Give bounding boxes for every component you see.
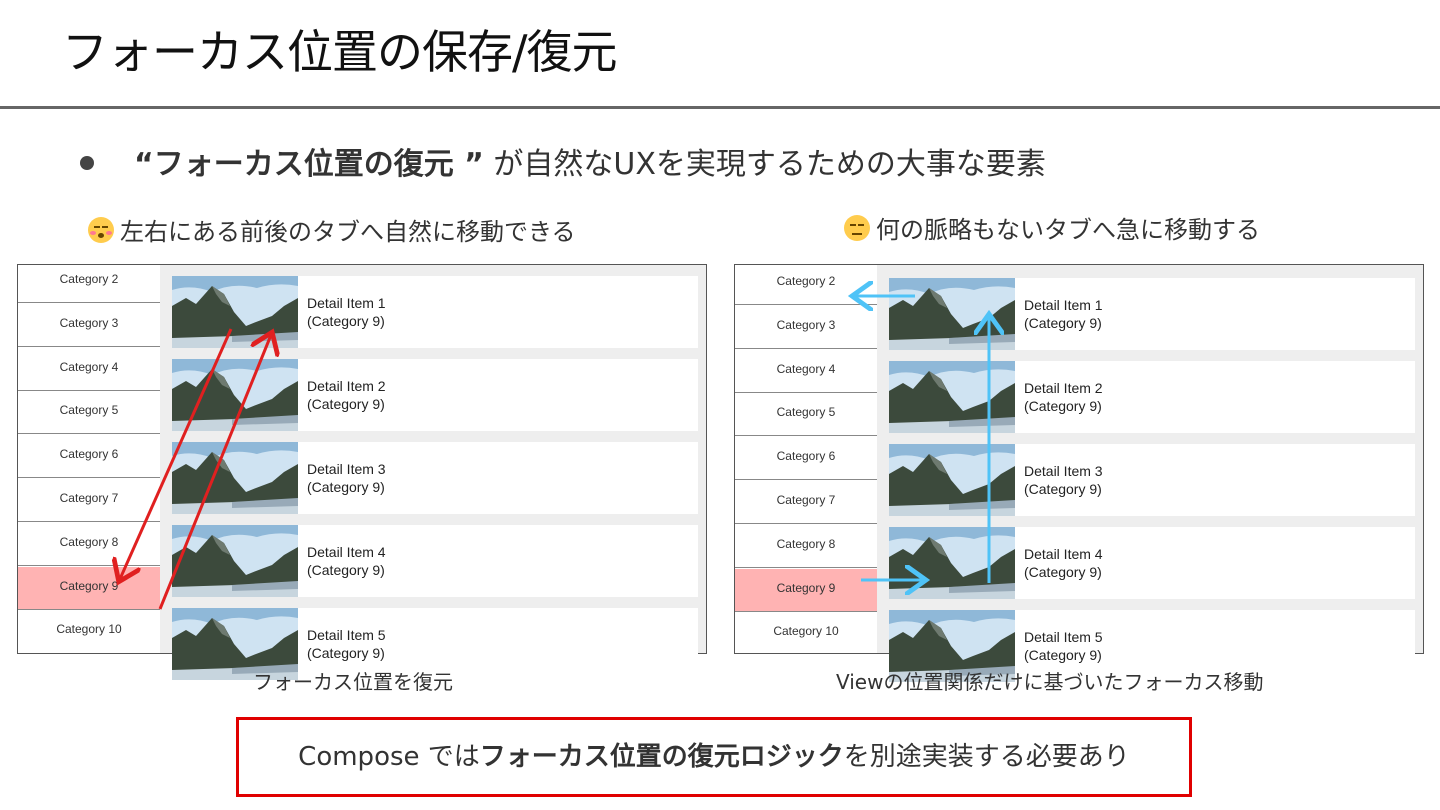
sidebar-item-category-6[interactable]: Category 6 bbox=[18, 435, 160, 479]
mountain-thumbnail bbox=[172, 608, 298, 680]
detail-item-title: Detail Item 4 bbox=[1024, 546, 1103, 562]
detail-item-card[interactable]: Detail Item 4 (Category 9) bbox=[172, 525, 698, 597]
detail-item-category: (Category 9) bbox=[307, 562, 385, 578]
detail-item-category: (Category 9) bbox=[307, 645, 385, 661]
detail-item-text: Detail Item 2 (Category 9) bbox=[1024, 379, 1103, 415]
right-subcaption: Viewの位置関係だけに基づいたフォーカス移動 bbox=[836, 670, 1264, 694]
detail-item-card[interactable]: Detail Item 5 (Category 9) bbox=[889, 610, 1415, 682]
callout-prefix: Compose では bbox=[298, 742, 480, 772]
detail-item-category: (Category 9) bbox=[1024, 398, 1102, 414]
detail-item-text: Detail Item 1 (Category 9) bbox=[1024, 296, 1103, 332]
detail-item-title: Detail Item 1 bbox=[307, 295, 386, 311]
sidebar-item-category-8[interactable]: Category 8 bbox=[735, 525, 877, 568]
arrow-to-category-9 bbox=[120, 328, 233, 579]
mountain-thumbnail bbox=[172, 525, 298, 597]
sidebar-item-category-7[interactable]: Category 7 bbox=[735, 481, 877, 524]
sidebar-item-category-6[interactable]: Category 6 bbox=[735, 437, 877, 481]
sidebar-item-category-8[interactable]: Category 8 bbox=[18, 523, 160, 566]
detail-item-title: Detail Item 5 bbox=[307, 627, 386, 643]
callout-suffix: を別途実装する必要あり bbox=[843, 742, 1130, 772]
mountain-thumbnail bbox=[889, 361, 1015, 433]
detail-item-text: Detail Item 4 (Category 9) bbox=[1024, 545, 1103, 581]
kissing-face-icon bbox=[88, 217, 114, 243]
sidebar-item-category-5[interactable]: Category 5 bbox=[735, 393, 877, 437]
detail-item-category: (Category 9) bbox=[307, 396, 385, 412]
focus-arrows-blue bbox=[735, 265, 1425, 655]
detail-item-title: Detail Item 1 bbox=[1024, 297, 1103, 313]
detail-item-text: Detail Item 1 (Category 9) bbox=[307, 294, 386, 330]
slide-title: フォーカス位置の保存/復元 bbox=[62, 25, 617, 79]
bullet-bold-text: “フォーカス位置の復元 ” bbox=[134, 147, 484, 182]
right-caption: 何の脈略もないタブへ急に移動する bbox=[844, 214, 1260, 246]
conclusion-callout: Compose ではフォーカス位置の復元ロジックを別途実装する必要あり bbox=[236, 717, 1192, 797]
detail-item-category: (Category 9) bbox=[1024, 564, 1102, 580]
detail-item-text: Detail Item 4 (Category 9) bbox=[307, 543, 386, 579]
bullet-text: が自然なUXを実現するための大事な要素 bbox=[483, 147, 1046, 182]
detail-item-card[interactable]: Detail Item 3 (Category 9) bbox=[889, 444, 1415, 516]
detail-item-text: Detail Item 2 (Category 9) bbox=[307, 377, 386, 413]
left-caption-text: 左右にある前後のタブへ自然に移動できる bbox=[120, 218, 576, 246]
detail-item-category: (Category 9) bbox=[1024, 647, 1102, 663]
sidebar-item-category-10[interactable]: Category 10 bbox=[773, 624, 839, 639]
detail-item-card[interactable]: Detail Item 2 (Category 9) bbox=[172, 359, 698, 431]
sidebar-item-category-4[interactable]: Category 4 bbox=[18, 348, 160, 391]
detail-item-title: Detail Item 2 bbox=[1024, 380, 1103, 396]
detail-item-text: Detail Item 5 (Category 9) bbox=[307, 626, 386, 662]
detail-item-category: (Category 9) bbox=[1024, 315, 1102, 331]
detail-item-title: Detail Item 3 bbox=[307, 461, 386, 477]
sidebar-item-category-7[interactable]: Category 7 bbox=[18, 479, 160, 522]
detail-item-card[interactable]: Detail Item 1 (Category 9) bbox=[889, 278, 1415, 350]
sidebar-item-category-3[interactable]: Category 3 bbox=[735, 306, 877, 349]
detail-item-title: Detail Item 4 bbox=[307, 544, 386, 560]
detail-item-text: Detail Item 3 (Category 9) bbox=[307, 460, 386, 496]
title-divider bbox=[0, 106, 1440, 109]
sidebar-item-category-9[interactable]: Category 9 bbox=[735, 568, 877, 612]
left-caption: 左右にある前後のタブへ自然に移動できる bbox=[88, 216, 576, 248]
detail-item-category: (Category 9) bbox=[307, 313, 385, 329]
detail-item-title: Detail Item 2 bbox=[307, 378, 386, 394]
right-caption-text: 何の脈略もないタブへ急に移動する bbox=[876, 216, 1260, 244]
bullet-point: “フォーカス位置の復元 ” が自然なUXを実現するための大事な要素 bbox=[80, 142, 1046, 188]
callout-bold: フォーカス位置の復元ロジック bbox=[479, 742, 844, 772]
sidebar-item-category-3[interactable]: Category 3 bbox=[18, 304, 160, 347]
focus-arrows-red bbox=[18, 328, 708, 610]
detail-item-card[interactable]: Detail Item 2 (Category 9) bbox=[889, 361, 1415, 433]
detail-item-title: Detail Item 5 bbox=[1024, 629, 1103, 645]
sidebar-item-category-2[interactable]: Category 2 bbox=[18, 260, 160, 303]
sidebar-item-category-10[interactable]: Category 10 bbox=[56, 622, 122, 637]
detail-item-category: (Category 9) bbox=[307, 479, 385, 495]
mountain-thumbnail bbox=[889, 610, 1015, 682]
detail-item-card[interactable]: Detail Item 5 (Category 9) bbox=[172, 608, 698, 680]
detail-item-card[interactable]: Detail Item 3 (Category 9) bbox=[172, 442, 698, 514]
sidebar-item-category-9[interactable]: Category 9 bbox=[18, 566, 160, 610]
arrow-to-detail-item-1 bbox=[158, 335, 271, 610]
sidebar-item-category-4[interactable]: Category 4 bbox=[735, 350, 877, 393]
detail-item-category: (Category 9) bbox=[1024, 481, 1102, 497]
detail-item-text: Detail Item 3 (Category 9) bbox=[1024, 462, 1103, 498]
detail-item-card[interactable]: Detail Item 4 (Category 9) bbox=[889, 527, 1415, 599]
unamused-face-icon bbox=[844, 215, 870, 241]
mountain-thumbnail bbox=[889, 444, 1015, 516]
detail-item-title: Detail Item 3 bbox=[1024, 463, 1103, 479]
left-subcaption: フォーカス位置を復元 bbox=[253, 670, 453, 694]
sidebar-item-category-2[interactable]: Category 2 bbox=[735, 262, 877, 305]
sidebar-item-category-5[interactable]: Category 5 bbox=[18, 391, 160, 435]
bullet-dot-icon bbox=[80, 155, 94, 170]
detail-item-text: Detail Item 5 (Category 9) bbox=[1024, 628, 1103, 664]
